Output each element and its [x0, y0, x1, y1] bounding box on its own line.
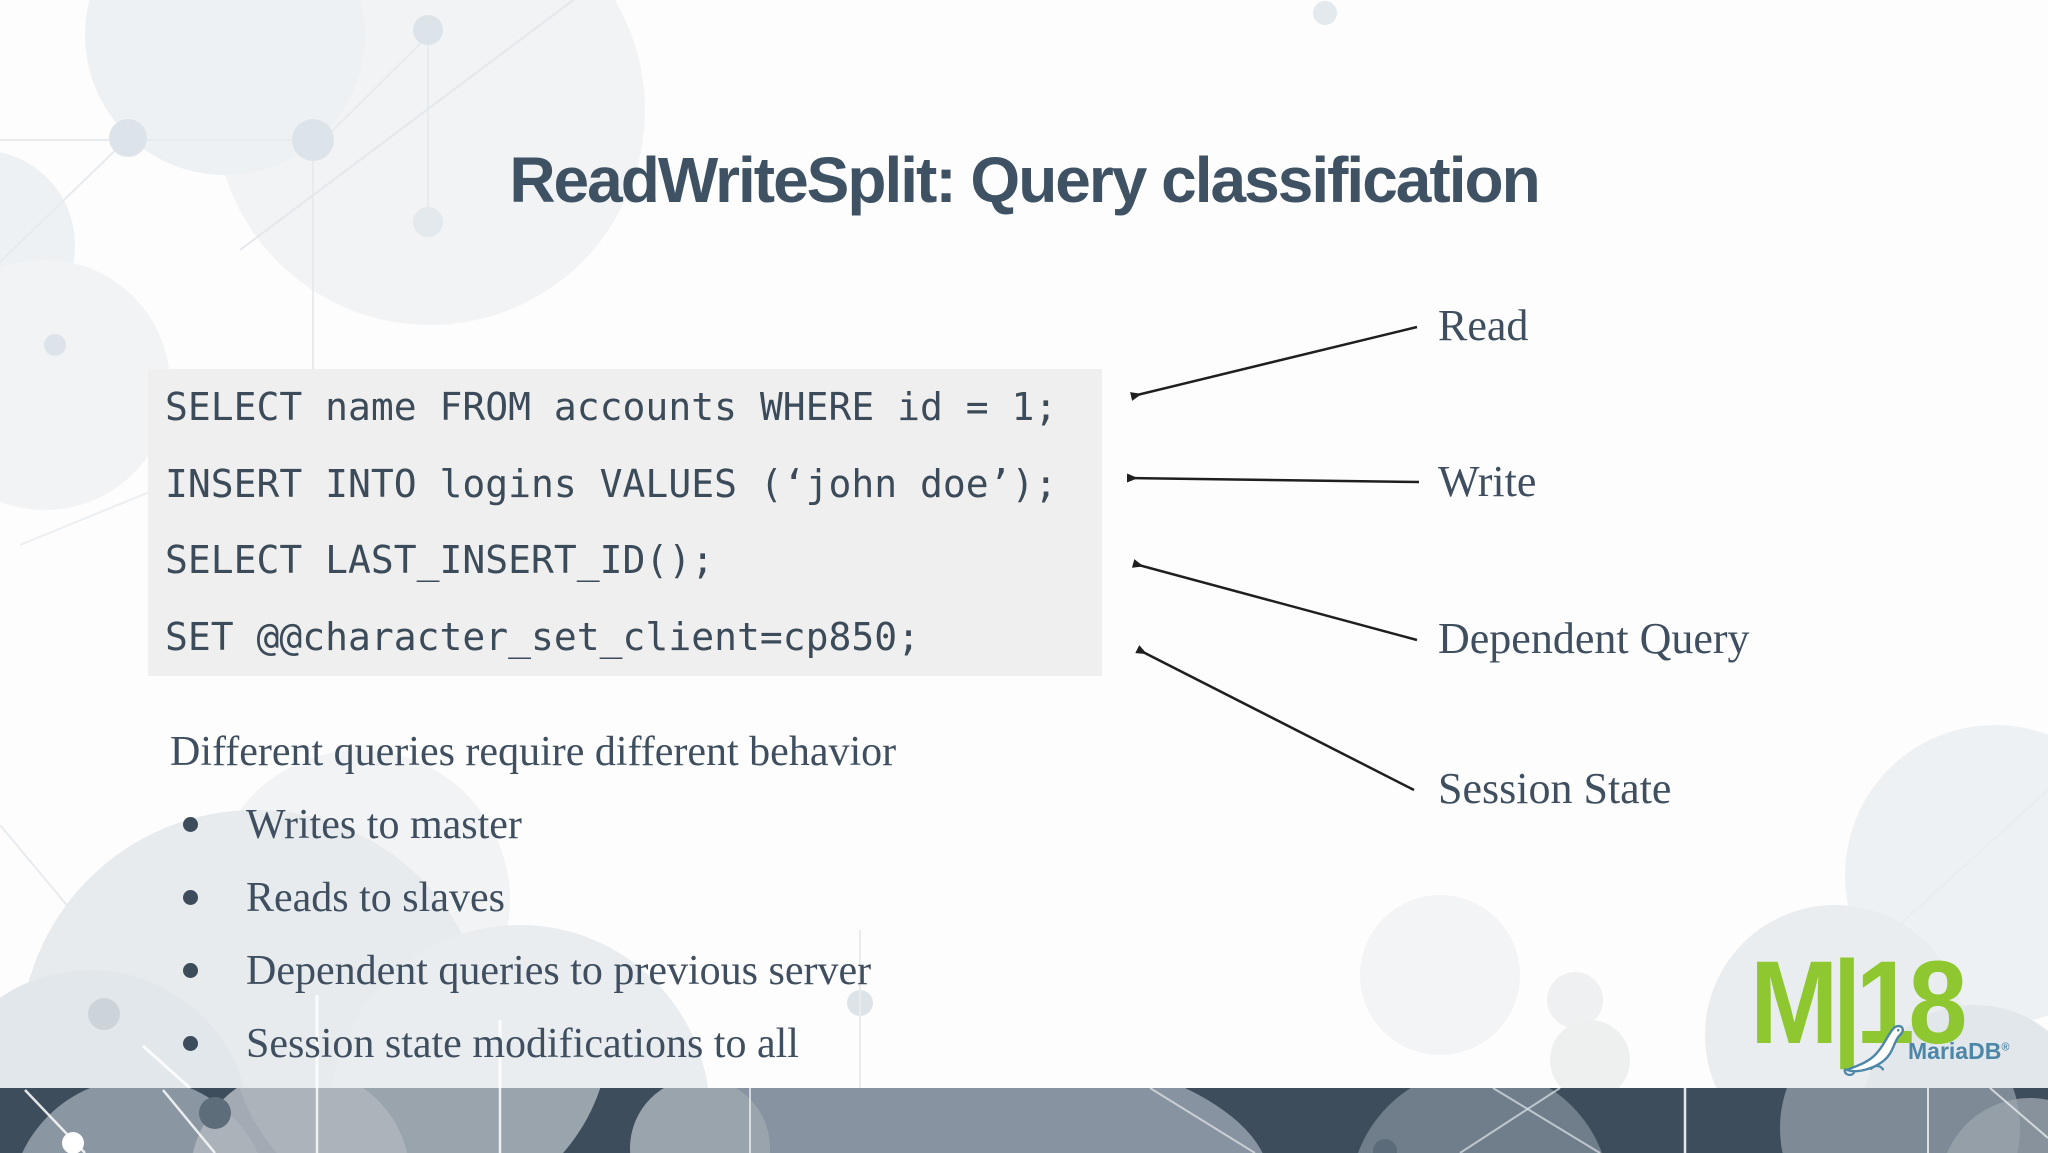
bullet-text: Session state modifications to all [246, 1020, 799, 1067]
bullet-text: Dependent queries to previous server [246, 947, 872, 994]
arrow-write [1126, 473, 1420, 484]
list-item: Reads to slaves [0, 861, 1200, 934]
label-write: Write [1438, 456, 1537, 506]
registered-mark: ® [2001, 1041, 2010, 1054]
bullet-dot-icon [183, 890, 198, 905]
bullet-dot-icon [183, 963, 198, 978]
list-item: Dependent queries to previous server [0, 934, 1200, 1007]
bullet-text: Reads to slaves [246, 874, 505, 921]
code-line-set-session: SET @@character_set_client=cp850; [165, 614, 920, 659]
footer-bar [0, 1088, 2048, 1153]
sql-code-block: SELECT name FROM accounts WHERE id = 1; … [148, 369, 1102, 676]
slide-title: ReadWriteSplit: Query classification [509, 144, 1540, 216]
label-read: Read [1438, 300, 1529, 350]
footer-pattern [22, 1088, 2048, 1153]
code-line-insert-write: INSERT INTO logins VALUES (‘john doe’); [165, 461, 1058, 506]
bullet-list: Writes to master Reads to slaves Depende… [0, 788, 1200, 1080]
bullet-text: Writes to master [246, 801, 522, 848]
list-item: Session state modifications to all [0, 1007, 1200, 1080]
bullet-dot-icon [183, 817, 198, 832]
label-dependent-query: Dependent Query [1438, 613, 1750, 663]
bullet-dot-icon [183, 1036, 198, 1051]
arrow-session-state [1135, 645, 1415, 792]
mariadb-wordmark: MariaDB® [1908, 1038, 2009, 1065]
body-intro-text: Different queries require different beha… [170, 729, 897, 775]
code-line-select-read: SELECT name FROM accounts WHERE id = 1; [165, 385, 1058, 430]
code-line-last-insert-id: SELECT LAST_INSERT_ID(); [165, 538, 715, 583]
arrow-read [1129, 325, 1418, 401]
label-session-state: Session State [1438, 763, 1672, 813]
mariadb-seal-icon [1843, 1024, 1905, 1076]
mariadb-brand-text: MariaDB [1908, 1038, 2002, 1064]
m18-event-logo: M|18 [1750, 937, 1967, 1069]
list-item: Writes to master [0, 788, 1200, 861]
arrow-dependent-query [1131, 559, 1418, 642]
